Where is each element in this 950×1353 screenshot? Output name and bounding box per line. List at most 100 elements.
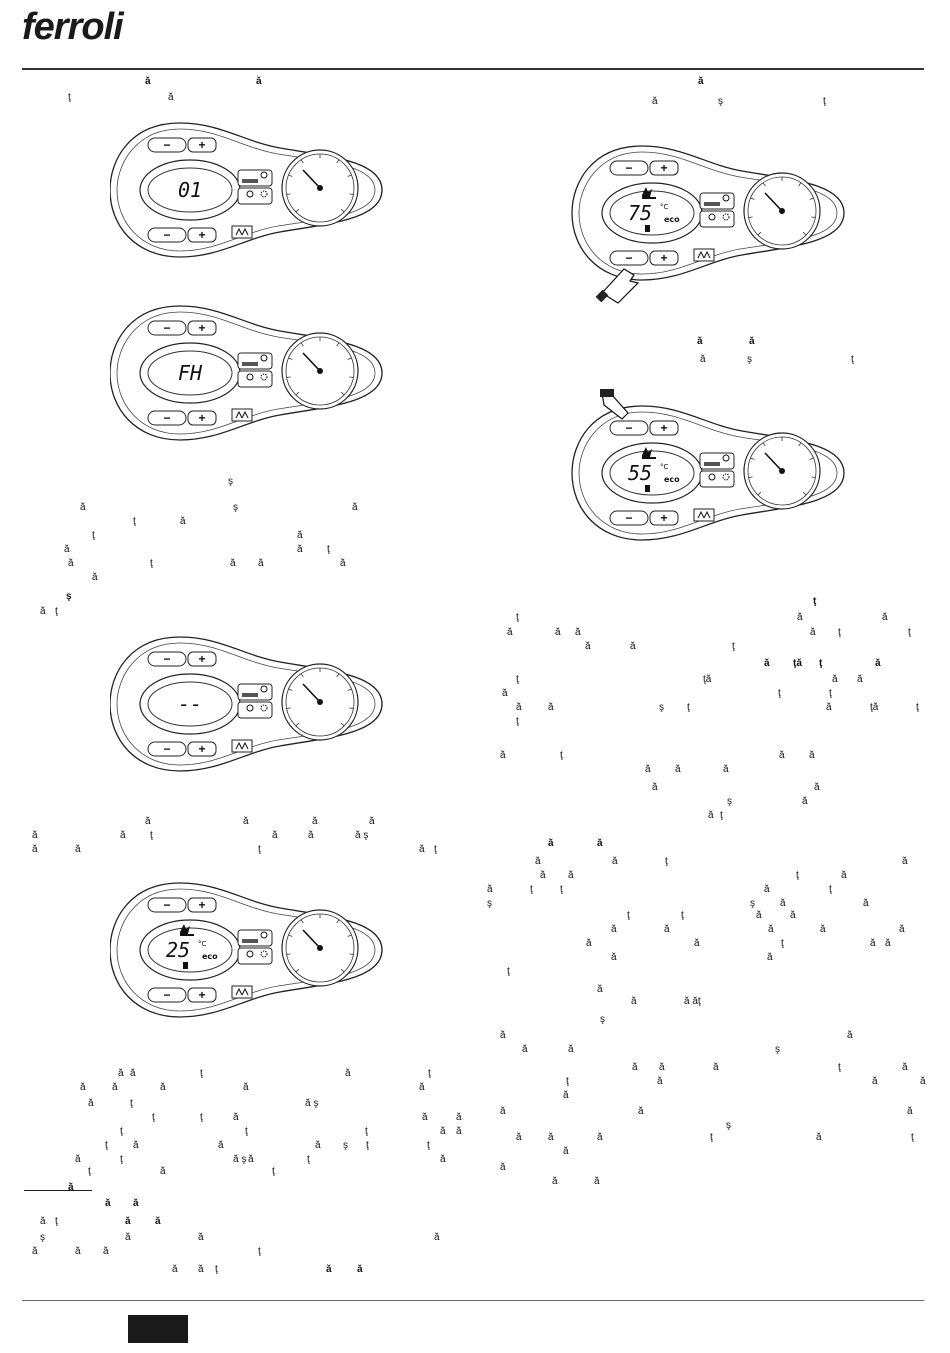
diacritic-glyph: ă xyxy=(340,558,346,569)
diacritic-glyph: ţ xyxy=(55,1216,58,1227)
top-plus-button xyxy=(187,320,217,336)
diacritic-glyph: ă xyxy=(540,870,546,881)
gauge-tick xyxy=(748,216,753,219)
gauge-tick xyxy=(336,919,340,924)
eco-comfort-icon xyxy=(242,939,258,943)
top-plus-label: + xyxy=(198,321,205,335)
diacritic-glyph: ă xyxy=(120,830,126,841)
diacritic-glyph: ţ xyxy=(516,612,519,623)
diacritic-glyph: ă xyxy=(516,1132,522,1143)
diacritic-glyph: ă xyxy=(535,856,541,867)
diacritic-glyph: ă xyxy=(68,1182,74,1193)
lcd-digits: 01 xyxy=(178,178,202,202)
diacritic-glyph: ă xyxy=(694,938,700,949)
power-eco-button xyxy=(699,452,735,470)
diacritic-glyph: ţ xyxy=(530,884,533,895)
gauge-tick xyxy=(809,197,814,200)
top-minus-button xyxy=(147,651,187,667)
diacritic-glyph: ă xyxy=(487,884,493,895)
diacritic-glyph: ă xyxy=(548,702,554,713)
power-icon xyxy=(260,354,268,362)
diacritic-glyph: ă xyxy=(434,1232,440,1243)
gauge-tick xyxy=(802,491,807,496)
diacritic-glyph: ă xyxy=(597,838,603,849)
diacritic-glyph: ă xyxy=(68,558,74,569)
diacritic-glyph: ă xyxy=(779,750,785,761)
gauge-tick xyxy=(762,442,766,447)
diacritic-glyph: ă xyxy=(563,1090,569,1101)
diacritic-glyph: ă xyxy=(675,764,681,775)
bottom-plus-button xyxy=(649,250,679,266)
diacritic-glyph: ă xyxy=(198,1232,204,1243)
gauge-tick xyxy=(295,968,300,973)
diacritic-glyph: ă xyxy=(440,1154,446,1165)
diacritic-glyph: ă ăţ xyxy=(684,996,701,1007)
diacritic-glyph: ă xyxy=(552,1176,558,1187)
diacritic-glyph: ă xyxy=(248,1154,254,1165)
diacritic-glyph: ţ xyxy=(516,674,519,685)
lcd-digits: 75 xyxy=(628,201,652,225)
gauge-tick xyxy=(340,208,345,213)
lcd-digits: FH xyxy=(178,361,203,385)
radiator-icon xyxy=(183,962,188,969)
gauge-tick xyxy=(295,722,300,727)
bottom-plus-button xyxy=(187,410,217,426)
diacritic-glyph: ă xyxy=(500,1030,506,1041)
diacritic-glyph: ă xyxy=(357,1264,363,1275)
lcd-digits: -- xyxy=(178,692,202,716)
eco-comfort-icon xyxy=(242,693,258,697)
lcd-screen xyxy=(147,350,233,396)
lcd-screen xyxy=(147,167,233,213)
gauge-hub xyxy=(317,945,323,951)
diacritic-glyph: ă xyxy=(258,558,264,569)
diacritic-glyph: ă xyxy=(826,702,832,713)
eco-comfort-icon xyxy=(704,202,720,206)
diacritic-glyph: ţ xyxy=(272,1166,275,1177)
bottom-plus-label: + xyxy=(198,988,205,1002)
control-panel-1: 01−+−+ xyxy=(110,122,383,258)
eco-indicator: eco xyxy=(664,475,680,484)
diacritic-glyph: ă ş xyxy=(305,1098,319,1109)
diacritic-glyph: ă xyxy=(870,938,876,949)
diacritic-glyph: ş xyxy=(750,898,755,909)
reset-icon xyxy=(235,227,249,236)
diacritic-glyph: ă xyxy=(40,606,46,617)
reset-icon xyxy=(697,510,711,519)
diacritic-glyph: ă xyxy=(440,1126,446,1137)
gauge-needle xyxy=(302,683,321,703)
power-icon xyxy=(260,171,268,179)
diacritic-glyph: ă xyxy=(456,1126,462,1137)
diacritic-glyph: ă xyxy=(308,830,314,841)
gauge-tick xyxy=(811,216,816,219)
gauge-tick xyxy=(750,457,755,460)
bottom-plus-label: + xyxy=(660,251,667,265)
diacritic-glyph: ă xyxy=(125,1216,131,1227)
top-minus-label: − xyxy=(625,421,632,435)
diacritic-glyph: ă xyxy=(419,1082,425,1093)
diacritic-glyph: ă xyxy=(907,1106,913,1117)
diacritic-glyph: ă xyxy=(160,1082,166,1093)
top-minus-label: − xyxy=(625,161,632,175)
bottom-minus-button xyxy=(609,510,649,526)
diacritic-glyph: ă xyxy=(664,924,670,935)
bottom-plus-label: + xyxy=(198,742,205,756)
reset-button xyxy=(231,408,253,422)
radiator-icon xyxy=(645,225,650,232)
diacritic-glyph: ă xyxy=(243,1082,249,1093)
diacritic-glyph: ă xyxy=(882,612,888,623)
gauge-hub xyxy=(317,185,323,191)
diacritic-glyph: ă xyxy=(872,1076,878,1087)
gauge-needle xyxy=(764,452,783,472)
diacritic-glyph: ă xyxy=(632,1062,638,1073)
gauge-tick xyxy=(349,376,354,379)
diacritic-glyph: ţ xyxy=(428,1068,431,1079)
diacritic-glyph: ţ xyxy=(916,702,919,713)
gauge-tick xyxy=(336,673,340,678)
diacritic-glyph: ă xyxy=(885,938,891,949)
gauge-tick xyxy=(798,442,802,447)
diacritic-glyph: ă xyxy=(312,816,318,827)
diacritic-glyph: ă xyxy=(522,1044,528,1055)
diacritic-glyph: ţă xyxy=(793,658,802,669)
diacritic-glyph: ţ xyxy=(796,870,799,881)
